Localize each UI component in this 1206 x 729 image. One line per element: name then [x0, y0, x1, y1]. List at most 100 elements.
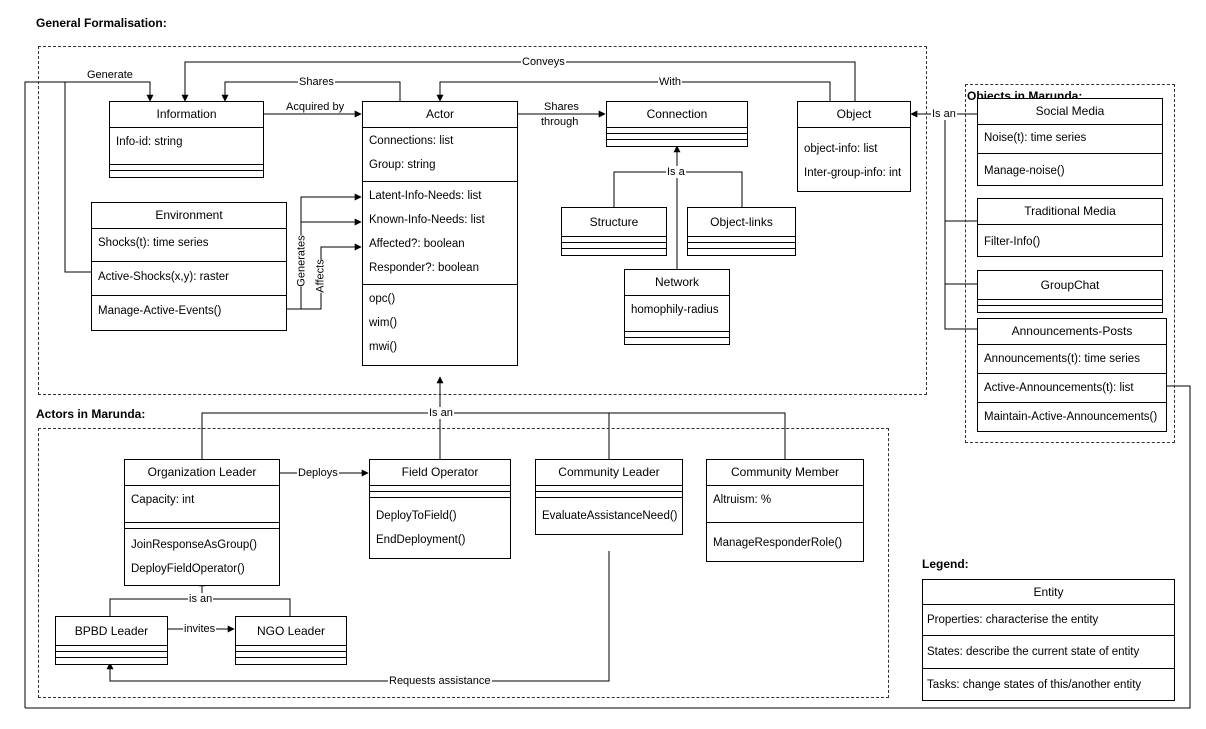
class-title: Organization Leader [125, 460, 279, 486]
edge-requests-assistance [106, 551, 610, 682]
heading-legend: Legend: [922, 557, 969, 571]
heading-general: General Formalisation: [36, 16, 167, 30]
properties-section: Connections: list Group: string [363, 128, 517, 182]
edge-generate [24, 81, 154, 708]
tasks-section [688, 249, 795, 255]
frame-actors [38, 428, 889, 698]
label-shares-through-2: through [541, 116, 579, 128]
class-title: Field Operator [370, 460, 510, 486]
class-groupchat: GroupChat [977, 270, 1163, 313]
tasks-section: Manage-Active-Events() [92, 296, 286, 330]
label-deploys: Deploys [297, 467, 339, 479]
class-title: NGO Leader [236, 617, 346, 646]
property-row: Inter-group-info: int [804, 167, 902, 179]
states-section: Active-Announcements(t): list [978, 374, 1166, 403]
tasks-section [562, 249, 666, 255]
properties-section: object-info: list Inter-group-info: int [798, 128, 910, 191]
states-section [125, 523, 279, 529]
label-invites: invites [183, 623, 217, 635]
tasks-section [625, 338, 729, 344]
property-row: homophily-radius [631, 304, 719, 316]
label-is-an-actors: Is an [428, 407, 454, 419]
class-field-operator: Field Operator DeployToField() EndDeploy… [369, 459, 511, 559]
properties-section: Info-id: string [110, 128, 263, 165]
properties-section: Capacity: int [125, 486, 279, 523]
properties-section [56, 646, 167, 652]
state-row: Responder?: boolean [369, 262, 479, 274]
state-row: Latent-Info-Needs: list [369, 190, 482, 202]
class-title: Announcements-Posts [978, 319, 1166, 345]
states-section [370, 492, 510, 498]
task-row: DeployFieldOperator() [131, 563, 245, 575]
frame-general [38, 46, 927, 395]
property-row: Info-id: string [116, 136, 183, 148]
task-row: wim() [369, 317, 398, 329]
class-title: Social Media [978, 99, 1162, 125]
legend-states: States: describe the current state of en… [923, 636, 1174, 669]
property-row: Noise(t): time series [984, 132, 1087, 144]
legend-entity: Entity Properties: characterise the enti… [922, 579, 1175, 701]
edge-generate-env [64, 82, 91, 273]
states-section [625, 332, 729, 338]
tasks-section [607, 140, 747, 146]
tasks-section: Manage-noise() [978, 154, 1162, 185]
tasks-section [236, 658, 346, 664]
property-row: Capacity: int [131, 494, 195, 506]
tasks-section: Filter-Info() [978, 225, 1162, 256]
label-is-a: Is a [666, 166, 686, 178]
state-row: Affected?: boolean [369, 238, 465, 250]
class-bpbd-leader: BPBD Leader [55, 616, 168, 665]
class-environment: Environment Shocks(t): time series Activ… [91, 202, 287, 331]
properties-section [236, 646, 346, 652]
state-row: Active-Shocks(x,y): raster [98, 271, 229, 283]
class-actor: Actor Connections: list Group: string La… [362, 101, 518, 366]
class-title: Environment [92, 203, 286, 229]
tasks-section: EvaluateAssistanceNeed() [536, 498, 682, 534]
property-row: Connections: list [369, 135, 454, 147]
class-title: BPBD Leader [56, 617, 167, 646]
task-row: Maintain-Active-Announcements() [984, 411, 1158, 423]
class-title: Community Leader [536, 460, 682, 486]
states-section [607, 134, 747, 140]
properties-section [688, 237, 795, 243]
label-affects: Affects [314, 259, 327, 293]
states-section [56, 652, 167, 658]
properties-section: homophily-radius [625, 296, 729, 332]
property-row: object-info: list [804, 143, 878, 155]
states-section: Latent-Info-Needs: list Known-Info-Needs… [363, 182, 517, 285]
class-object: Object object-info: list Inter-group-inf… [797, 101, 911, 192]
edge-announcements-link [25, 385, 1191, 709]
states-section [562, 243, 666, 249]
legend-tasks: Tasks: change states of this/another ent… [923, 669, 1174, 700]
label-is-an-leaders: is an [188, 593, 214, 605]
class-structure: Structure [561, 207, 667, 256]
class-object-links: Object-links [687, 207, 796, 256]
property-row: Altruism: % [713, 494, 772, 506]
edge-conveys [181, 61, 856, 102]
state-row: Active-Announcements(t): list [984, 382, 1134, 394]
property-row: Shocks(t): time series [98, 237, 209, 249]
property-row: Announcements(t): time series [984, 353, 1140, 365]
class-organization-leader: Organization Leader Capacity: int JoinRe… [124, 459, 280, 586]
legend-row: Properties: characterise the entity [927, 614, 1099, 626]
class-information: Information Info-id: string [109, 101, 264, 178]
class-title: Network [625, 270, 729, 296]
property-row: Group: string [369, 159, 436, 171]
states-section [236, 652, 346, 658]
states-section [536, 492, 682, 498]
class-title: GroupChat [978, 271, 1162, 300]
task-row: mwi() [369, 341, 398, 353]
class-title: Community Member [707, 460, 863, 486]
class-title: Object [798, 102, 910, 128]
label-generate: Generate [86, 69, 134, 81]
task-row: opc() [369, 293, 396, 305]
states-section [110, 165, 263, 171]
edge-objects-trunk [944, 114, 977, 330]
task-row: EndDeployment() [376, 534, 466, 546]
label-requests-assistance: Requests assistance [388, 675, 492, 687]
class-network: Network homophily-radius [624, 269, 730, 345]
properties-section [607, 128, 747, 134]
tasks-section [110, 171, 263, 177]
tasks-section: DeployToField() EndDeployment() [370, 498, 510, 558]
tasks-section: JoinResponseAsGroup() DeployFieldOperato… [125, 529, 279, 585]
